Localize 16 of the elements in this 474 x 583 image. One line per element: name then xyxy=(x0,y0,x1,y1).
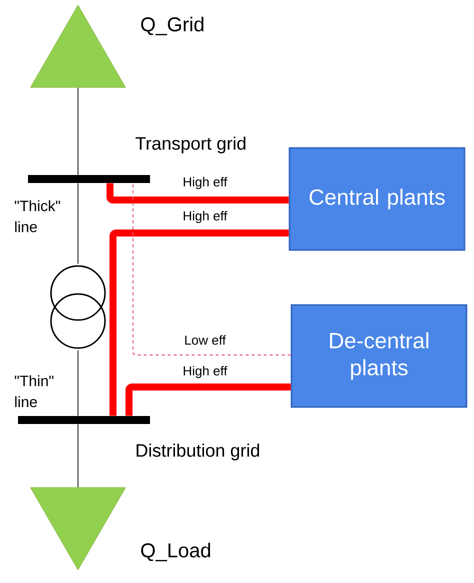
grid-label: Q_Load xyxy=(141,542,210,562)
power-flow-line xyxy=(110,230,289,416)
edge-label: Low eff xyxy=(183,334,227,346)
grid-label: Transport grid xyxy=(136,136,246,154)
grid-label: Distribution grid xyxy=(136,444,260,460)
transformer-symbol xyxy=(50,265,106,349)
line-label: "Thick" line xyxy=(14,200,60,232)
power-flow-line xyxy=(132,182,292,356)
plant-box: Central plants xyxy=(288,147,466,251)
edge-label: High eff xyxy=(182,176,228,190)
edge-label: High eff xyxy=(182,210,228,224)
plant-box: De-central plants xyxy=(290,304,468,408)
line-label: "Thin" line xyxy=(14,375,54,408)
edge-label: High eff xyxy=(182,364,228,380)
power-flow-line xyxy=(126,384,291,416)
grid-label: Q_Grid xyxy=(141,16,204,36)
